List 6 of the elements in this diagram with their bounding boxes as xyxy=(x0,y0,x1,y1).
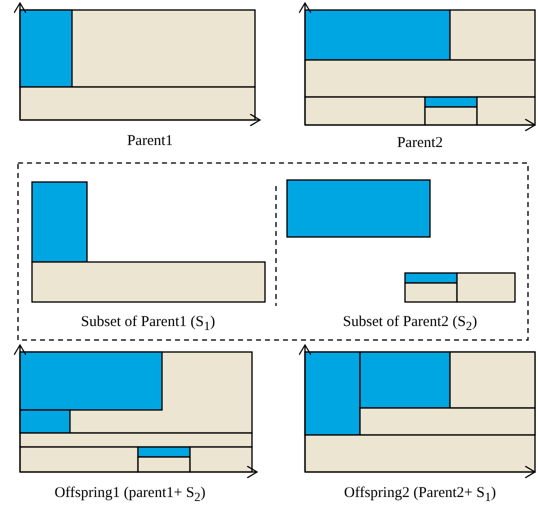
caption: Parent2 xyxy=(397,134,443,152)
caption: Parent1 xyxy=(127,132,173,150)
caption: Offspring1 (parent1+ S$_{2}$) xyxy=(54,484,206,506)
caption: Subset of Parent2 (S$_{2}$) xyxy=(342,313,478,335)
caption: Offspring2 (Parent2+ S$_{1}$) xyxy=(344,484,496,506)
caption: Subset of Parent1 (S$_{1}$) xyxy=(80,313,216,335)
